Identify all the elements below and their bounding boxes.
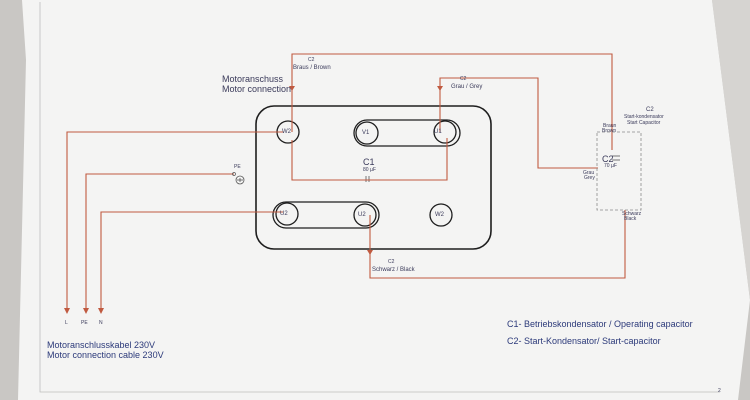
bridge-v1-u1 (353, 119, 461, 147)
cable-line2: Motor connection cable 230V (47, 350, 164, 360)
terminal-v1 (355, 121, 379, 145)
wire-N-arrow (98, 308, 104, 314)
wire-PE-arrow (83, 308, 89, 314)
c2-grey-label-2: Grey (584, 175, 595, 181)
c2-black-label-1: Schwarz (622, 211, 642, 217)
ground-terminal (232, 172, 236, 176)
c2-grey-label-1: Grau (583, 170, 595, 176)
terminal-u2-mid (353, 203, 377, 227)
cable-line1: Motoranschlusskabel 230V (47, 340, 156, 350)
c2-title-line1: Start-kondensator (624, 114, 664, 120)
legend-c1: C1- Betriebskondensator / Operating capa… (507, 319, 693, 329)
start-capacitor-box (596, 131, 642, 211)
grey-wire-name: C2 (460, 76, 467, 82)
c2-black-label-2: Black (624, 216, 637, 222)
c2-body-value: 70 µF (604, 163, 617, 169)
label-w2-bottom: W2 (435, 212, 444, 218)
c2-body-name: C2 (602, 154, 614, 164)
c2-brown-label-1: Braun (603, 123, 617, 129)
wire-brown (291, 53, 613, 150)
brown-wire-text: Braus / Brown (293, 65, 331, 71)
wire-grey (439, 77, 598, 169)
terminal-box (255, 105, 492, 250)
c1-value: 80 µF (363, 167, 376, 173)
black-wire-text: Schwarz / Black (372, 267, 415, 273)
c2-brown-label-2: Brown (602, 128, 617, 134)
terminal-u1 (433, 120, 457, 144)
wire-PE (85, 173, 234, 312)
c1-name: C1 (363, 157, 375, 167)
supply-L: L (65, 320, 68, 326)
wire-brown-arrow (289, 86, 295, 91)
label-u2-mid: U2 (358, 212, 366, 218)
heading-line1: Motoranschuss (222, 74, 284, 84)
label-u1: U1 (434, 129, 442, 135)
paper-sheet (18, 0, 750, 400)
supply-N: N (99, 320, 103, 326)
wire-grey-arrow (437, 86, 443, 91)
wire-L-arrow (64, 308, 70, 314)
black-wire-name: C2 (388, 259, 395, 265)
wire-L (66, 131, 283, 312)
drawing-frame (39, 2, 720, 393)
page-number: 2 (718, 388, 721, 394)
supply-PE: PE (81, 320, 88, 326)
wire-N (100, 211, 283, 312)
label-v1: V1 (362, 130, 370, 136)
wire-c1 (291, 138, 448, 181)
c2-title-name: C2 (646, 107, 654, 113)
ground-symbol (235, 175, 245, 185)
terminal-u2-left (275, 202, 299, 226)
wire-black-arrow (367, 250, 373, 255)
grey-wire-text: Grau / Grey (451, 84, 483, 90)
wire-black (369, 210, 626, 279)
legend-c2: C2- Start-Kondensator/ Start-capacitor (507, 336, 661, 346)
brown-wire-name: C2 (308, 57, 315, 63)
ground-label: PE (234, 164, 241, 170)
label-w2-top: W2 (282, 129, 291, 135)
terminal-w2-bottom (429, 203, 453, 227)
c2-title-line2: Start Capacitor (627, 120, 661, 126)
bridge-u2-u2 (272, 201, 380, 229)
heading-line2: Motor connection (222, 84, 292, 94)
label-u2-left: U2 (280, 211, 288, 217)
paper-shadow (712, 0, 750, 300)
